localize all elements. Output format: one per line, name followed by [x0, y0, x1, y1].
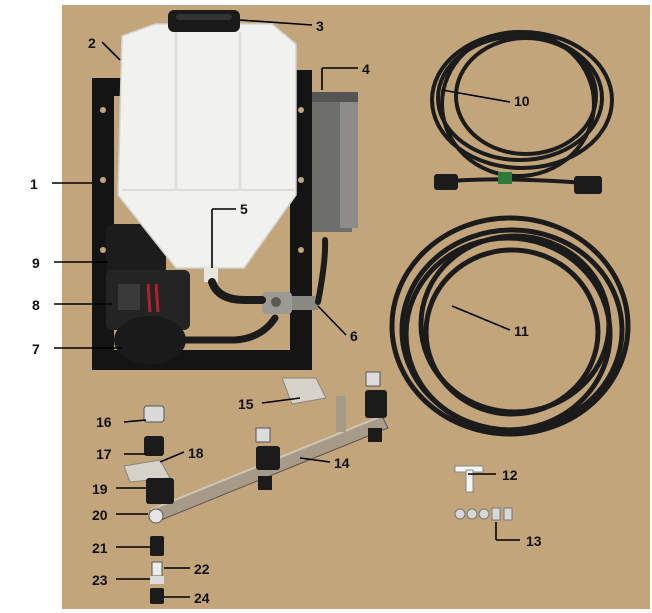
harness-green-band: [498, 172, 512, 184]
callout-12: 12: [502, 467, 518, 483]
callout-19: 19: [92, 481, 108, 497]
callout-20: 20: [92, 507, 108, 523]
exploded-nozzle-stack: [143, 405, 174, 604]
callout-18: 18: [188, 445, 204, 461]
callout-7: 7: [32, 341, 40, 357]
callout-9: 9: [32, 255, 40, 271]
callout-4: 4: [362, 61, 370, 77]
callout-13: 13: [526, 533, 542, 549]
callout-5: 5: [240, 201, 248, 217]
unit-plumbing: [166, 237, 329, 344]
callout-8: 8: [32, 297, 40, 313]
callout-6: 6: [350, 328, 358, 344]
callout-23: 23: [92, 572, 108, 588]
part-12-tee-fitting: [454, 465, 484, 493]
boom-bracket-right: [281, 377, 327, 405]
callout-11: 11: [514, 323, 529, 339]
callout-21: 21: [92, 540, 108, 556]
callout-1: 1: [30, 176, 38, 192]
part-22-strainer: [151, 561, 163, 577]
harness-connector-left: [434, 174, 458, 190]
part-17-nozzle-cap: [144, 436, 164, 456]
nozzle-bodies: [255, 371, 387, 490]
callout-16: 16: [96, 414, 112, 430]
part-24-end-cap: [150, 588, 164, 604]
harness-connector-right: [574, 176, 602, 194]
pump-assembly: [106, 224, 190, 364]
part-16-elbow-fitting: [143, 405, 165, 423]
boom-upright-right: [336, 396, 346, 432]
callout-24: 24: [194, 590, 210, 606]
tank-cap: [168, 10, 240, 32]
callout-2: 2: [88, 35, 96, 51]
callout-10: 10: [514, 93, 530, 109]
part-19-nozzle-body: [146, 478, 174, 504]
callout-labels: 1 2 3 4 5 6 7 8 9 10 11 12 13 14 15 16 1…: [30, 18, 542, 606]
callout-22: 22: [194, 561, 210, 577]
part-23-check-valve: [150, 576, 164, 584]
part-20-washer: [148, 508, 164, 524]
part-21-nozzle-tip: [150, 536, 164, 556]
tank-outlet-fitting: [204, 266, 218, 282]
callout-14: 14: [334, 455, 350, 471]
hose-coil: [389, 215, 631, 437]
strainer-valve: [262, 292, 318, 314]
part-13-hardware: [454, 507, 513, 521]
callout-3: 3: [316, 18, 324, 34]
callout-17: 17: [96, 446, 112, 462]
control-box: [312, 92, 358, 232]
callout-15: 15: [238, 396, 254, 412]
leader-lines: [52, 19, 520, 598]
